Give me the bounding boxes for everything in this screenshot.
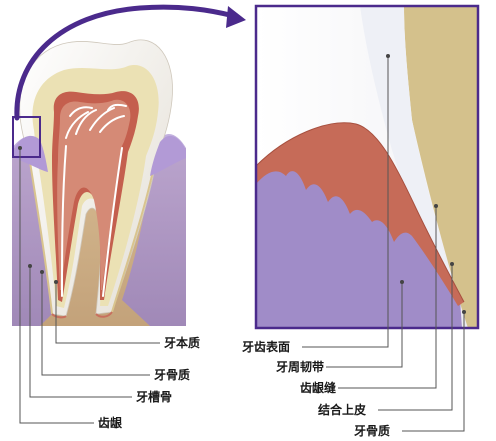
zoom-ligament xyxy=(256,122,464,306)
zoom-cementum xyxy=(404,6,478,328)
label-cementum-right: 牙骨质 xyxy=(354,424,391,438)
label-gum: 齿龈 xyxy=(98,416,123,430)
label-dentin: 牙本质 xyxy=(164,336,201,350)
label-alveolar-bone: 牙槽骨 xyxy=(136,390,173,404)
gum-right xyxy=(122,134,186,326)
label-junctional-epithelium: 结合上皮 xyxy=(318,403,367,417)
leader-dots xyxy=(18,54,466,314)
leader-lines xyxy=(19,56,465,432)
label-cementum-left: 牙骨质 xyxy=(154,368,191,382)
pulp-inner xyxy=(57,99,131,290)
zoom-highlight-box xyxy=(12,116,41,158)
label-gingival-sulcus: 齿龈缝 xyxy=(300,381,337,395)
tooth-illustration xyxy=(12,39,186,326)
cementum-left xyxy=(29,161,53,315)
zoom-panel xyxy=(254,4,480,330)
root-tip-left xyxy=(51,313,67,319)
zoom-frame xyxy=(254,4,480,330)
gum-edge-right xyxy=(150,135,186,176)
label-periodontal-ligament: 牙周韧带 xyxy=(276,360,325,374)
nerves xyxy=(61,103,127,297)
arrow-head xyxy=(226,6,246,28)
leader-dentin xyxy=(55,282,160,344)
label-tooth-surface: 牙齿表面 xyxy=(242,340,291,354)
zoom-arrow xyxy=(14,4,246,121)
root-tip-right xyxy=(95,311,113,318)
